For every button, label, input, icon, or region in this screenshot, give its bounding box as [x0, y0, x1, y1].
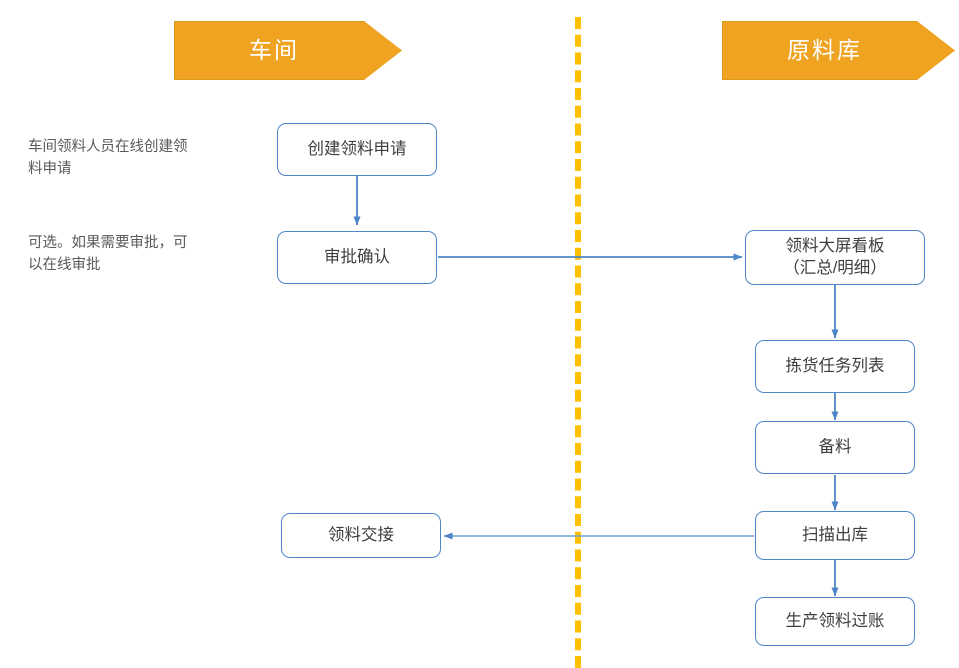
lane-header-raw-material-warehouse-label: 原料库: [787, 37, 862, 63]
node-create-picking-request[interactable]: 创建领料申请: [277, 123, 437, 176]
node-picking-task-list[interactable]: 拣货任务列表: [755, 340, 915, 393]
lane-divider: [575, 17, 581, 668]
node-approval-confirm[interactable]: 审批确认: [277, 231, 437, 284]
lane-header-workshop: 车间: [174, 21, 402, 80]
node-material-preparation[interactable]: 备料: [755, 421, 915, 474]
annotation-approval-optional: 可选。如果需要审批，可 以在线审批: [28, 235, 188, 274]
lane-header-workshop-label: 车间: [249, 37, 299, 63]
annotation-create-request: 车间领料人员在线创建领 料申请: [28, 139, 188, 178]
lane-header-raw-material-warehouse: 原料库: [722, 21, 955, 80]
node-scan-outbound[interactable]: 扫描出库: [755, 511, 915, 560]
node-picking-dashboard[interactable]: 领料大屏看板 （汇总/明细）: [745, 230, 925, 285]
node-production-posting[interactable]: 生产领料过账: [755, 597, 915, 646]
node-material-handover[interactable]: 领料交接: [281, 513, 441, 558]
